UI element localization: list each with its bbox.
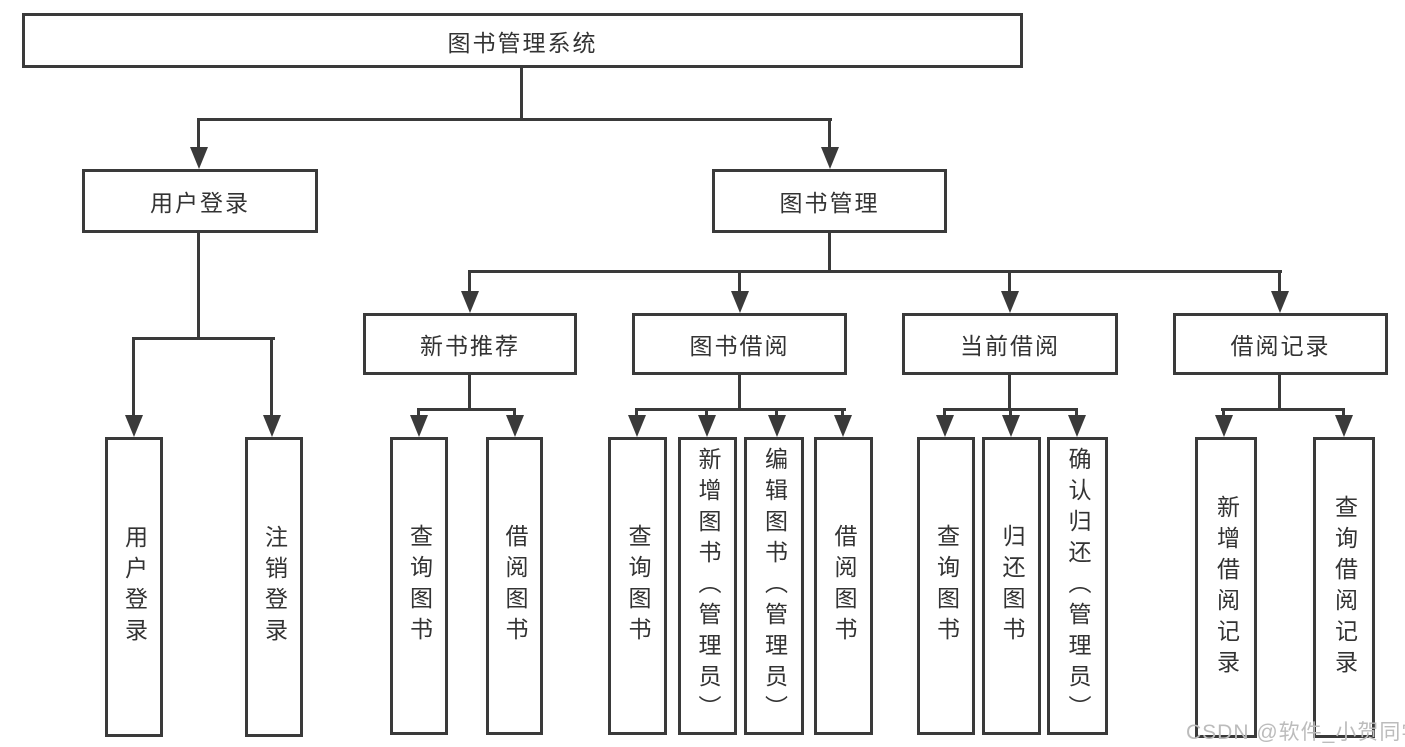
connector-line (132, 337, 135, 418)
leaf-add-books-admin: 新增图书（管理员） (678, 437, 737, 735)
connector-line (1009, 408, 1012, 418)
connector-line (197, 233, 200, 340)
connector-line (468, 375, 471, 411)
node-new-book-recommend: 新书推荐 (363, 313, 577, 375)
arrow-down-icon (263, 415, 281, 437)
leaf-label: 借阅图书 (831, 524, 857, 648)
connector-line (520, 68, 523, 121)
leaf-borrow-books: 借阅图书 (814, 437, 873, 735)
node-book-management: 图书管理 (712, 169, 947, 233)
arrow-down-icon (1068, 415, 1086, 437)
leaf-label: 新增图书（管理员） (695, 446, 721, 726)
arrow-down-icon (821, 147, 839, 169)
connector-line (738, 375, 741, 411)
arrow-down-icon (834, 415, 852, 437)
arrow-down-icon (768, 415, 786, 437)
connector-line (468, 270, 471, 293)
leaf-edit-books-admin: 编辑图书（管理员） (744, 437, 804, 735)
leaf-return-books: 归还图书 (982, 437, 1041, 735)
node-book-borrowing: 图书借阅 (632, 313, 847, 375)
node-borrowing-records: 借阅记录 (1173, 313, 1388, 375)
leaf-label: 借阅图书 (502, 524, 528, 648)
connector-line (943, 408, 946, 418)
connector-line (841, 408, 844, 418)
arrow-down-icon (190, 147, 208, 169)
connector-line (417, 408, 516, 411)
node-label: 图书管理系统 (447, 29, 598, 56)
arrow-down-icon (936, 415, 954, 437)
connector-line (417, 408, 420, 418)
connector-line (1278, 270, 1281, 293)
connector-line (270, 337, 273, 418)
arrow-down-icon (1215, 415, 1233, 437)
node-current-borrowing: 当前借阅 (902, 313, 1118, 375)
arrow-down-icon (125, 415, 143, 437)
leaf-query-books-borrowing: 查询图书 (608, 437, 667, 735)
connector-line (1221, 408, 1345, 411)
node-label: 新书推荐 (420, 333, 520, 359)
connector-line (828, 233, 831, 273)
connector-line (635, 408, 638, 418)
connector-line (775, 408, 778, 418)
node-label: 图书借阅 (689, 333, 790, 359)
connector-line (1008, 270, 1011, 293)
arrow-down-icon (461, 291, 479, 313)
connector-line (705, 408, 708, 418)
leaf-label: 查询借阅记录 (1331, 494, 1358, 681)
leaf-label: 用户登录 (121, 525, 148, 649)
leaf-query-borrow-record: 查询借阅记录 (1313, 437, 1375, 738)
connector-line (1008, 375, 1011, 411)
leaf-label: 归还图书 (999, 524, 1025, 648)
connector-line (197, 118, 200, 152)
connector-line (1278, 375, 1281, 411)
connector-line (1342, 408, 1345, 418)
connector-line (635, 408, 846, 411)
arrow-down-icon (1002, 415, 1020, 437)
arrow-down-icon (506, 415, 524, 437)
connector-line (828, 118, 831, 152)
node-label: 图书管理 (779, 190, 880, 216)
leaf-add-borrow-record: 新增借阅记录 (1195, 437, 1257, 738)
leaf-confirm-return-admin: 确认归还（管理员） (1047, 437, 1108, 735)
node-user-login: 用户登录 (82, 169, 318, 233)
leaf-query-books-current: 查询图书 (917, 437, 975, 735)
leaf-label: 查询图书 (625, 524, 651, 648)
arrow-down-icon (410, 415, 428, 437)
leaf-query-books-recommend: 查询图书 (390, 437, 448, 735)
arrow-down-icon (628, 415, 646, 437)
connector-line (198, 118, 832, 121)
leaf-label: 查询图书 (406, 524, 433, 648)
leaf-borrow-books-recommend: 借阅图书 (486, 437, 543, 735)
leaf-label: 注销登录 (261, 525, 288, 649)
node-label: 当前借阅 (960, 333, 1060, 359)
arrow-down-icon (1335, 415, 1353, 437)
arrow-down-icon (1001, 291, 1019, 313)
arrow-down-icon (731, 291, 749, 313)
connector-line (513, 408, 516, 418)
node-label: 借阅记录 (1230, 333, 1331, 359)
leaf-label: 编辑图书（管理员） (761, 446, 788, 726)
leaf-label: 查询图书 (933, 524, 960, 648)
arrow-down-icon (698, 415, 716, 437)
connector-line (468, 270, 1282, 273)
leaf-label: 新增借阅记录 (1213, 494, 1240, 681)
csdn-watermark: CSDN @软件_小贺同学 (1186, 721, 1405, 744)
connector-line (133, 337, 275, 340)
arrow-down-icon (1271, 291, 1289, 313)
connector-line (1222, 408, 1225, 418)
leaf-label: 确认归还（管理员） (1065, 446, 1091, 726)
connector-line (738, 270, 741, 293)
connector-line (1075, 408, 1078, 418)
node-label: 用户登录 (150, 190, 250, 216)
node-library-system: 图书管理系统 (22, 13, 1023, 68)
leaf-user-login: 用户登录 (105, 437, 163, 737)
leaf-logout: 注销登录 (245, 437, 303, 737)
